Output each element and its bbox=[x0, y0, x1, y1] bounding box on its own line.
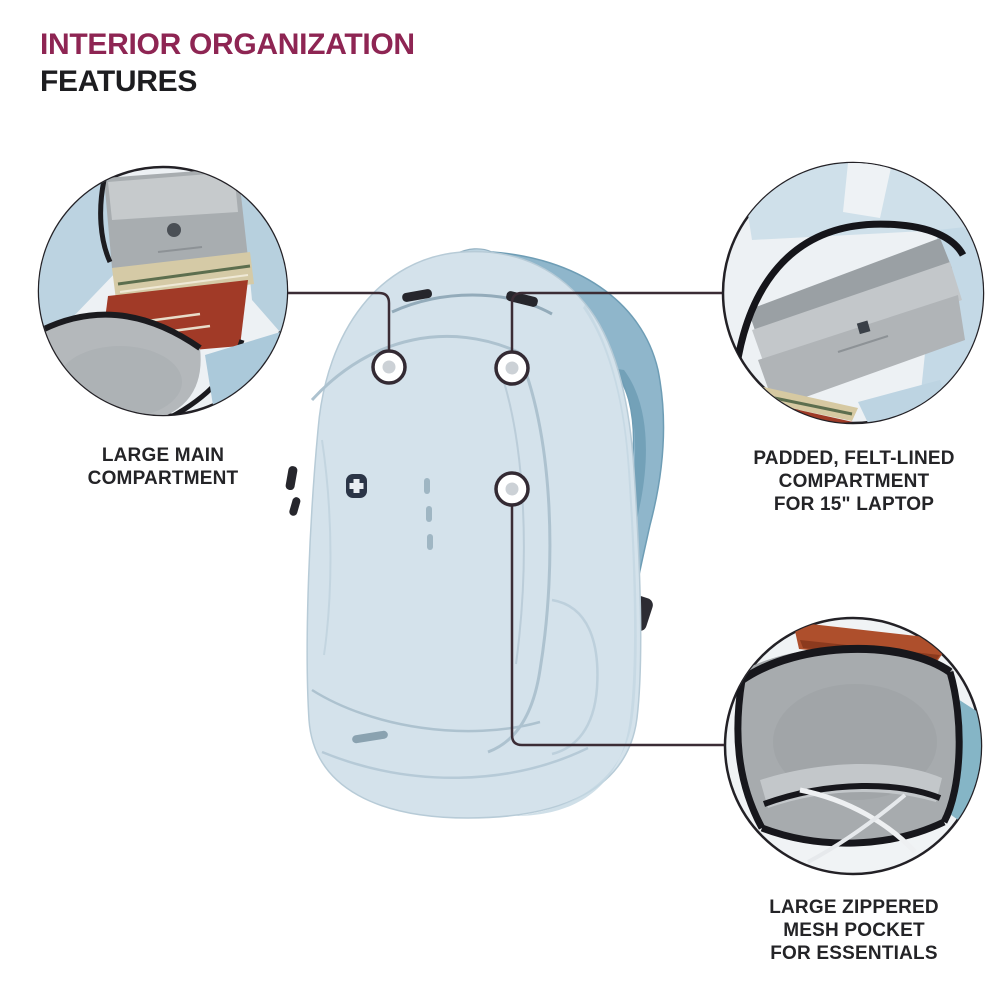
swiss-cross-logo bbox=[346, 474, 367, 498]
label-line: COMPARTMENT bbox=[87, 468, 239, 489]
title-line-black: FEATURES bbox=[40, 65, 198, 98]
trim-edge bbox=[729, 220, 967, 401]
label-line: COMPARTMENT bbox=[778, 471, 930, 492]
connector-line-laptop-compartment bbox=[510, 291, 722, 351]
callout-point-marker-main-compartment bbox=[371, 349, 407, 385]
zipper-pull-icon bbox=[289, 497, 301, 516]
trim-edge bbox=[98, 179, 113, 264]
interior-logo-badge bbox=[856, 320, 871, 335]
label-line: MESH POCKET bbox=[783, 920, 925, 941]
shoulder-strap-shade bbox=[612, 368, 646, 598]
callout-photo-mesh-pocket bbox=[723, 616, 983, 876]
pocket-trim bbox=[40, 311, 202, 351]
zipper-pull-icon bbox=[285, 466, 298, 491]
connector-line-main-compartment bbox=[288, 291, 391, 350]
page-title: INTERIOR ORGANIZATION FEATURES bbox=[40, 26, 415, 100]
interior-logo-badge bbox=[167, 223, 181, 237]
daisy-chain-loops bbox=[424, 478, 433, 550]
felt-divider-front bbox=[758, 295, 965, 408]
label-line: PADDED, FELT-LINED bbox=[753, 448, 955, 469]
bottom-webbing-loop bbox=[352, 730, 388, 744]
backpack-body bbox=[306, 250, 642, 819]
label-line: LARGE MAIN bbox=[101, 445, 225, 466]
callout-point-marker-mesh-pocket bbox=[494, 471, 530, 507]
organizer-top-flap bbox=[108, 172, 238, 220]
callout-point-marker-laptop-compartment bbox=[494, 350, 530, 386]
title-line-accent: INTERIOR ORGANIZATION bbox=[40, 28, 415, 61]
label-line: FOR ESSENTIALS bbox=[770, 943, 938, 964]
label-line: FOR 15" LAPTOP bbox=[773, 494, 935, 515]
zipper-pull-icon bbox=[402, 289, 433, 302]
label-line: LARGE ZIPPERED bbox=[769, 897, 939, 918]
connector-lines bbox=[288, 291, 724, 747]
backpack-illustration bbox=[285, 248, 665, 819]
callout-photo-main-compartment bbox=[37, 165, 289, 417]
callout-label-mesh-pocket: LARGE ZIPPERED MESH POCKET FOR ESSENTIAL… bbox=[723, 896, 985, 965]
callout-point-markers bbox=[371, 349, 530, 507]
callout-label-laptop-compartment: PADDED, FELT-LINED COMPARTMENT FOR 15" L… bbox=[723, 447, 985, 516]
callout-photo-laptop-compartment bbox=[721, 161, 985, 425]
earbuds-cable bbox=[799, 787, 917, 864]
trim-edge bbox=[734, 645, 963, 847]
connector-line-mesh-pocket bbox=[510, 506, 724, 747]
callout-label-main-compartment: LARGE MAIN COMPARTMENT bbox=[43, 444, 283, 490]
